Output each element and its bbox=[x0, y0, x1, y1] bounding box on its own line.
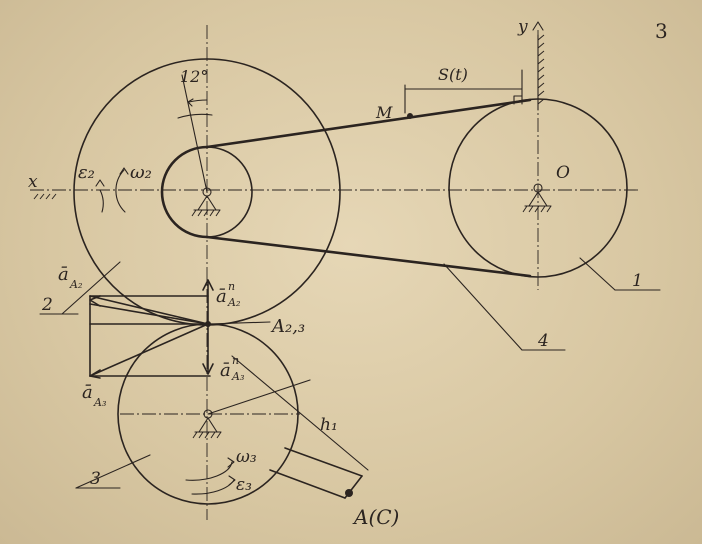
wheel1-support bbox=[524, 191, 552, 207]
aA2n-sup: n bbox=[228, 280, 235, 293]
aA2-sub: A₂ bbox=[69, 278, 82, 291]
aA3-label: ā bbox=[82, 382, 93, 403]
point-ac-label: A(C) bbox=[352, 505, 399, 529]
vector-aA2 bbox=[89, 303, 209, 325]
eps2-label: ε₂ bbox=[78, 162, 95, 183]
vector-aA3-head bbox=[89, 369, 101, 379]
eps2-arrow bbox=[95, 179, 105, 187]
eps3-arrow bbox=[228, 475, 236, 486]
point-m-marker bbox=[407, 113, 413, 119]
aA3-sub: A₃ bbox=[93, 396, 106, 409]
y-axis-label: y bbox=[517, 17, 528, 37]
aA3n-label: ā bbox=[220, 360, 231, 381]
leader-2 bbox=[61, 261, 121, 315]
h1-dimension-line bbox=[231, 355, 369, 471]
x-axis-label: x bbox=[28, 172, 38, 192]
aA3n-sup: n bbox=[232, 354, 239, 367]
vector-aA2-head bbox=[89, 295, 101, 307]
body-1-label: 1 bbox=[632, 271, 643, 291]
omega2-label: ω₂ bbox=[130, 162, 152, 183]
angle-ray bbox=[181, 74, 208, 193]
center-o-label: O bbox=[556, 163, 570, 183]
distance-label: S(t) bbox=[438, 65, 468, 84]
belt-lower-segment bbox=[205, 235, 532, 278]
eps3-arc bbox=[191, 479, 235, 495]
right-angle-marker bbox=[513, 95, 523, 105]
x-axis-hatch bbox=[33, 193, 57, 200]
figure-number: 3 bbox=[655, 19, 668, 43]
wheel2-support bbox=[193, 195, 221, 211]
wheel3-support bbox=[194, 417, 222, 433]
contact-leader bbox=[207, 321, 271, 325]
body-2-label: 2 bbox=[41, 295, 53, 315]
omega3-label: ω₃ bbox=[236, 447, 257, 467]
leader-3 bbox=[75, 454, 151, 489]
belt-wrap-wheel2 bbox=[160, 145, 209, 239]
vector-aA3n-head bbox=[202, 363, 214, 375]
belt-upper-segment bbox=[205, 98, 532, 149]
aA2n-sub: A₂ bbox=[227, 296, 240, 309]
leader-4 bbox=[443, 263, 523, 351]
angle-arc-arrow bbox=[187, 98, 194, 107]
h1-guide bbox=[207, 379, 311, 415]
omega3-arc bbox=[185, 461, 233, 481]
y-axis-arrow bbox=[532, 21, 544, 31]
point-ac-marker bbox=[345, 489, 353, 497]
y-axis-hatch bbox=[537, 34, 545, 105]
eps3-label: ε₃ bbox=[236, 475, 252, 495]
wheel3-support-hatch bbox=[192, 431, 222, 439]
vector-aA2n-head bbox=[202, 279, 214, 291]
omega3-arrow bbox=[227, 457, 235, 468]
arm-edge-lower bbox=[269, 469, 346, 499]
rotation-arc-top bbox=[177, 113, 213, 119]
aA2n-label: ā bbox=[216, 286, 227, 307]
contact-label: A₂,₃ bbox=[270, 316, 305, 337]
aA3n-sub: A₃ bbox=[231, 370, 244, 383]
vector-aA2-total bbox=[89, 295, 209, 325]
body-3-label: 3 bbox=[90, 469, 101, 489]
omega2-arc bbox=[115, 169, 126, 213]
aA2-label: ā bbox=[58, 264, 69, 285]
point-m-label: M bbox=[375, 103, 393, 122]
vector-aA3 bbox=[89, 323, 209, 377]
wheel1-support-hatch bbox=[522, 205, 552, 213]
arm-edge-upper bbox=[284, 447, 363, 477]
h1-label: h₁ bbox=[320, 415, 338, 435]
wheel2-support-hatch bbox=[191, 209, 221, 217]
body-4-label: 4 bbox=[537, 331, 549, 351]
eps2-arc bbox=[99, 189, 104, 213]
angle-label: 12° bbox=[180, 67, 208, 86]
leader-1 bbox=[579, 257, 616, 291]
omega2-arrow bbox=[119, 167, 129, 175]
